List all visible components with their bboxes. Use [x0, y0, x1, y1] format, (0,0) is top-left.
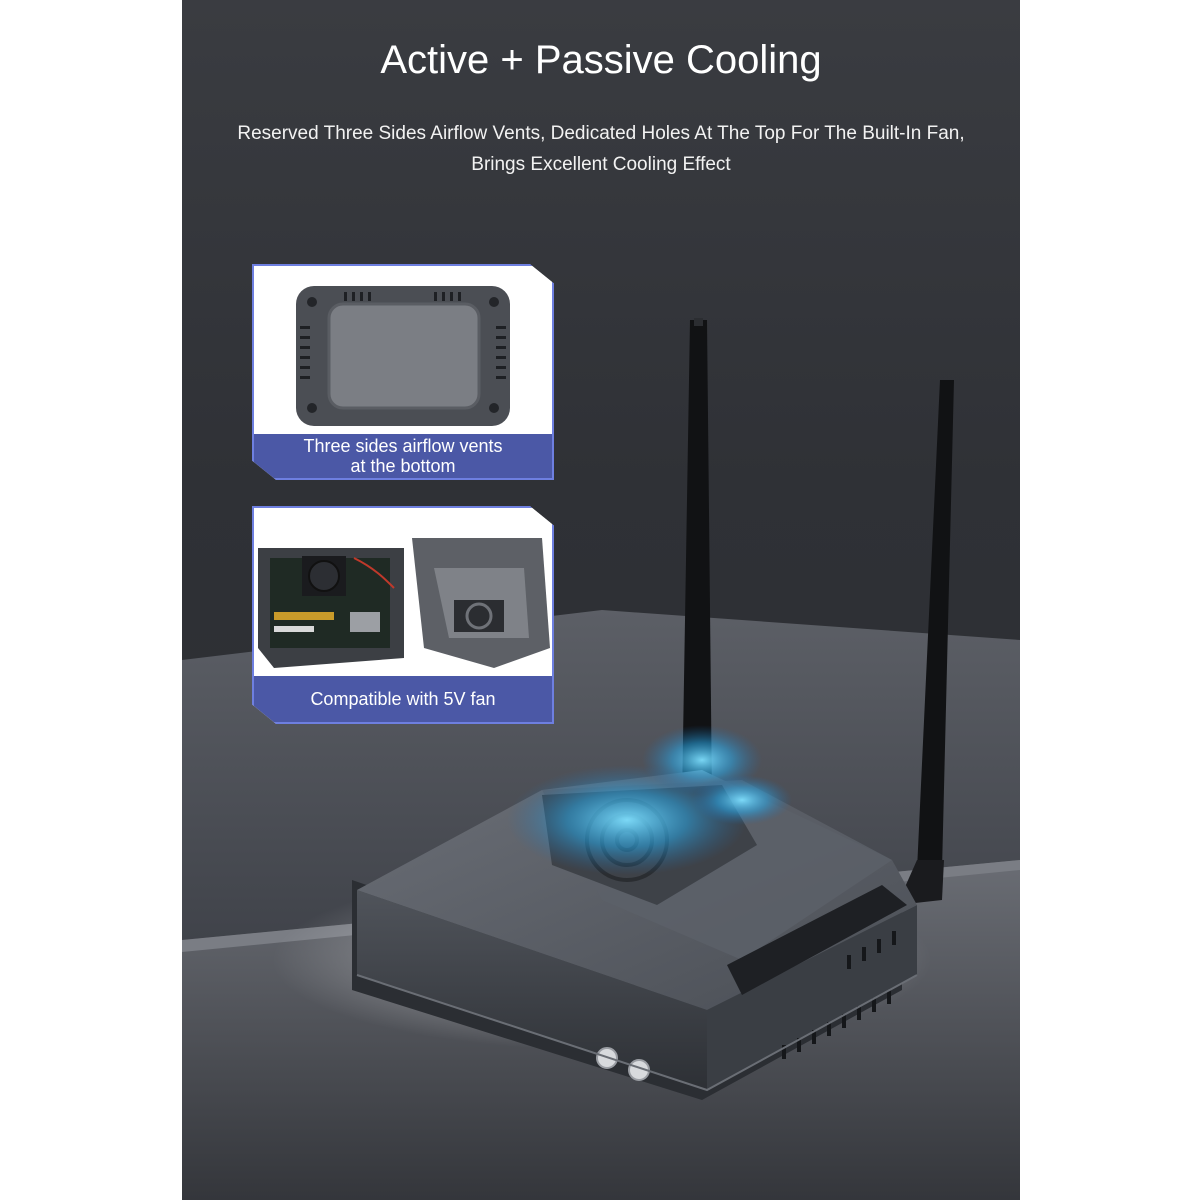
callout-label-vents: Three sides airflow vents at the bottom	[254, 434, 552, 478]
callout-card-vents: Three sides airflow vents at the bottom	[252, 264, 554, 480]
case-bottom-vents-image	[254, 266, 552, 434]
callout-label-vents-line-2: at the bottom	[350, 456, 456, 476]
fan-mounted-board-image	[254, 508, 552, 676]
product-banner: Active + Passive Cooling Reserved Three …	[182, 0, 1020, 1200]
page-title: Active + Passive Cooling	[380, 38, 822, 82]
page-subtitle: Reserved Three Sides Airflow Vents, Dedi…	[202, 118, 1000, 180]
callout-label-fan: Compatible with 5V fan	[254, 676, 552, 722]
cooling-airflow-glow	[507, 725, 792, 875]
callout-label-vents-line-1: Three sides airflow vents	[303, 436, 503, 456]
subtitle-line-1: Reserved Three Sides Airflow Vents, Dedi…	[237, 123, 965, 144]
router-case-photo	[182, 318, 1020, 1200]
antenna-left	[682, 318, 712, 800]
subtitle-line-2: Brings Excellent Cooling Effect	[471, 154, 731, 175]
callout-card-fan: Compatible with 5V fan	[252, 506, 554, 724]
